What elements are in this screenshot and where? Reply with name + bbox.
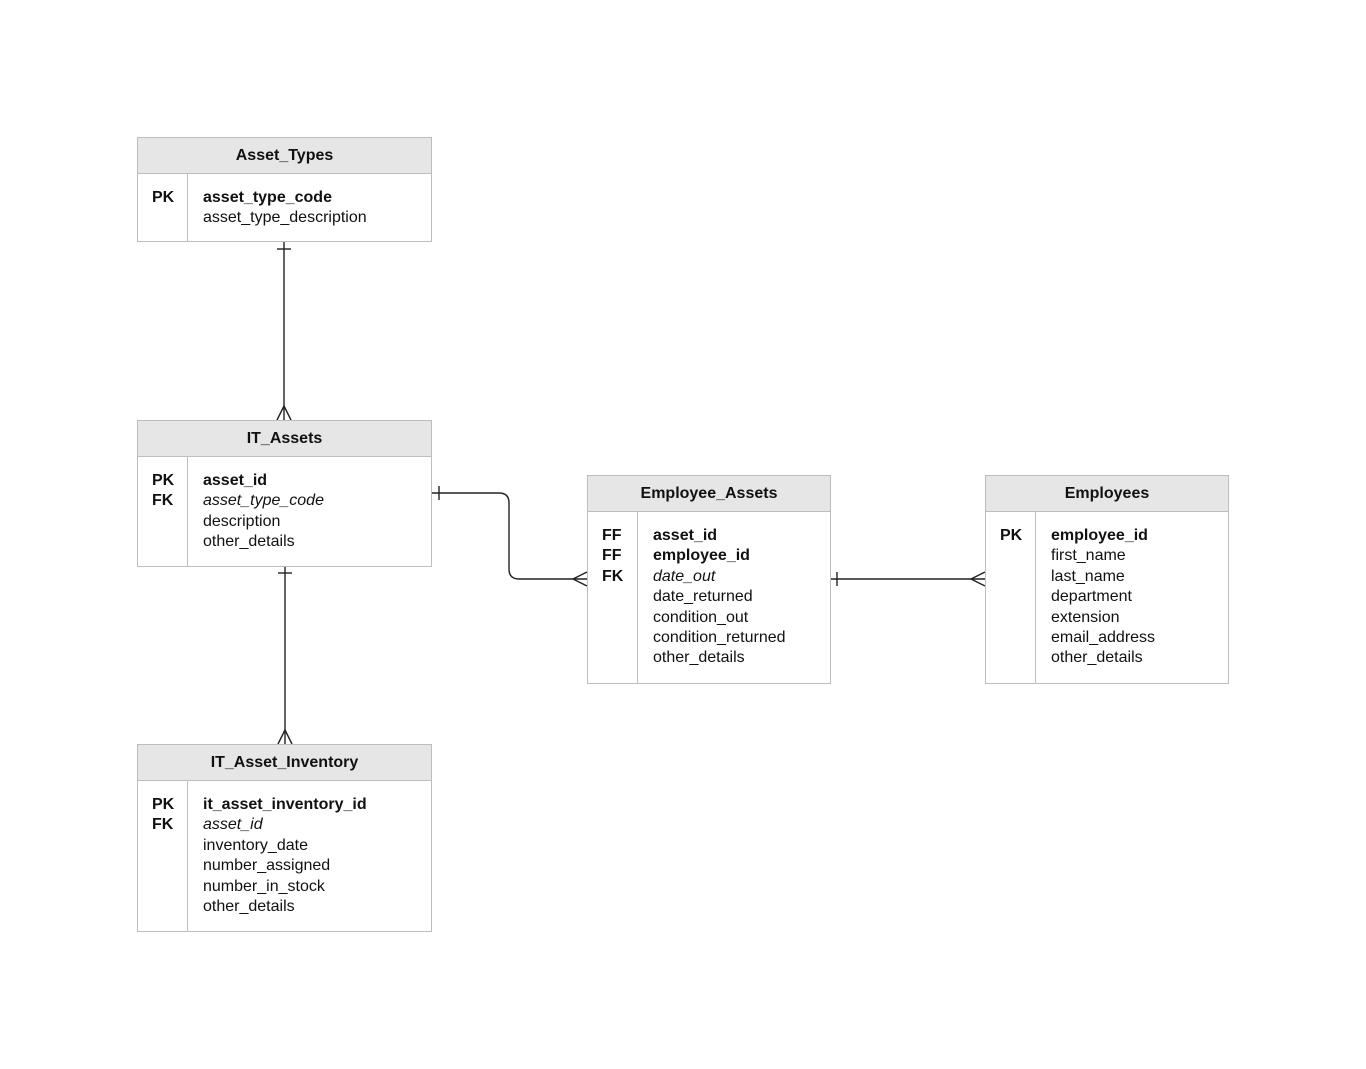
field-name: number_assigned <box>203 857 331 875</box>
field-name: asset_type_code <box>203 492 324 510</box>
relationship-employees-employee-assets <box>831 571 986 587</box>
key-column: PK <box>138 174 188 241</box>
key-label <box>138 856 187 876</box>
key-label: PK <box>152 472 175 489</box>
relationship-it-assets-employee-assets <box>432 486 588 587</box>
entity-it-asset-inventory[interactable]: IT_Asset_Inventory PK FK it_asset_invent… <box>137 744 432 932</box>
key-label: FF <box>602 547 622 565</box>
entity-title: Employee_Assets <box>588 476 830 512</box>
field-name: employee_id <box>1051 527 1148 544</box>
key-label <box>986 608 1035 628</box>
field-name: department <box>1051 588 1132 606</box>
field-name: description <box>203 512 281 530</box>
entity-title: IT_Asset_Inventory <box>138 745 431 781</box>
key-label <box>986 546 1035 566</box>
key-label <box>138 877 187 897</box>
crowfoot-many-marker <box>276 404 292 421</box>
relationship-it-assets-it-asset-inventory <box>277 567 293 745</box>
key-label <box>138 897 187 917</box>
key-column: FF FF FK <box>588 512 638 683</box>
key-label: FK <box>152 816 174 834</box>
key-label <box>138 532 187 552</box>
field-column: asset_id asset_type_code description oth… <box>189 457 431 566</box>
field-name: asset_id <box>203 472 268 489</box>
key-label: PK <box>1000 527 1023 544</box>
entity-it-assets[interactable]: IT_Assets PK FK asset_id asset_type_code… <box>137 420 432 567</box>
key-label <box>588 587 637 607</box>
field-name: it_asset_inventory_id <box>203 796 367 813</box>
field-name: asset_type_description <box>203 209 367 227</box>
crowfoot-many-marker <box>277 728 293 745</box>
crowfoot-many-marker <box>969 571 986 587</box>
key-label <box>588 628 637 648</box>
field-name: asset_type_code <box>203 189 332 206</box>
relationship-asset-types-it-assets <box>276 242 292 421</box>
field-column: it_asset_inventory_id asset_id inventory… <box>189 781 431 931</box>
key-label <box>138 208 187 228</box>
field-name: condition_out <box>653 608 749 626</box>
field-name: other_details <box>1051 649 1143 667</box>
field-column: asset_id employee_id date_out date_retur… <box>639 512 830 683</box>
key-label <box>986 628 1035 648</box>
field-name: email_address <box>1051 628 1156 646</box>
key-label <box>138 836 187 856</box>
field-name: extension <box>1051 608 1120 626</box>
key-label: FF <box>602 527 622 544</box>
key-column: PK FK <box>138 457 188 566</box>
field-name: last_name <box>1051 567 1125 585</box>
field-column: asset_type_code asset_type_description <box>189 174 431 241</box>
key-label: PK <box>152 796 175 813</box>
entity-title: Employees <box>986 476 1228 512</box>
key-column: PK <box>986 512 1036 683</box>
key-label <box>986 587 1035 607</box>
field-name: other_details <box>653 649 745 667</box>
field-column: employee_id first_name last_name departm… <box>1037 512 1228 683</box>
key-column: PK FK <box>138 781 188 931</box>
field-name: condition_returned <box>653 628 786 646</box>
key-label: FK <box>152 492 174 510</box>
entity-employees[interactable]: Employees PK employee_id first_name last… <box>985 475 1229 684</box>
field-name: asset_id <box>653 527 718 544</box>
key-label: PK <box>152 189 175 206</box>
key-label <box>986 567 1035 587</box>
field-name: inventory_date <box>203 836 308 854</box>
field-name: date_out <box>653 567 716 585</box>
entity-asset-types[interactable]: Asset_Types PK asset_type_code asset_typ… <box>137 137 432 242</box>
field-name: first_name <box>1051 547 1126 565</box>
key-label <box>986 648 1035 668</box>
field-name: other_details <box>203 897 295 915</box>
field-name: other_details <box>203 533 295 551</box>
crowfoot-many-marker <box>571 571 588 587</box>
connector-line <box>432 492 587 580</box>
field-name: asset_id <box>203 816 263 834</box>
entity-title: Asset_Types <box>138 138 431 174</box>
key-label: FK <box>602 567 624 585</box>
key-label <box>588 608 637 628</box>
field-name: date_returned <box>653 588 753 606</box>
key-label <box>138 512 187 532</box>
entity-title: IT_Assets <box>138 421 431 457</box>
entity-employee-assets[interactable]: Employee_Assets FF FF FK asset_id employ… <box>587 475 831 684</box>
field-name: number_in_stock <box>203 877 325 895</box>
field-name: employee_id <box>653 547 750 565</box>
key-label <box>588 648 637 668</box>
